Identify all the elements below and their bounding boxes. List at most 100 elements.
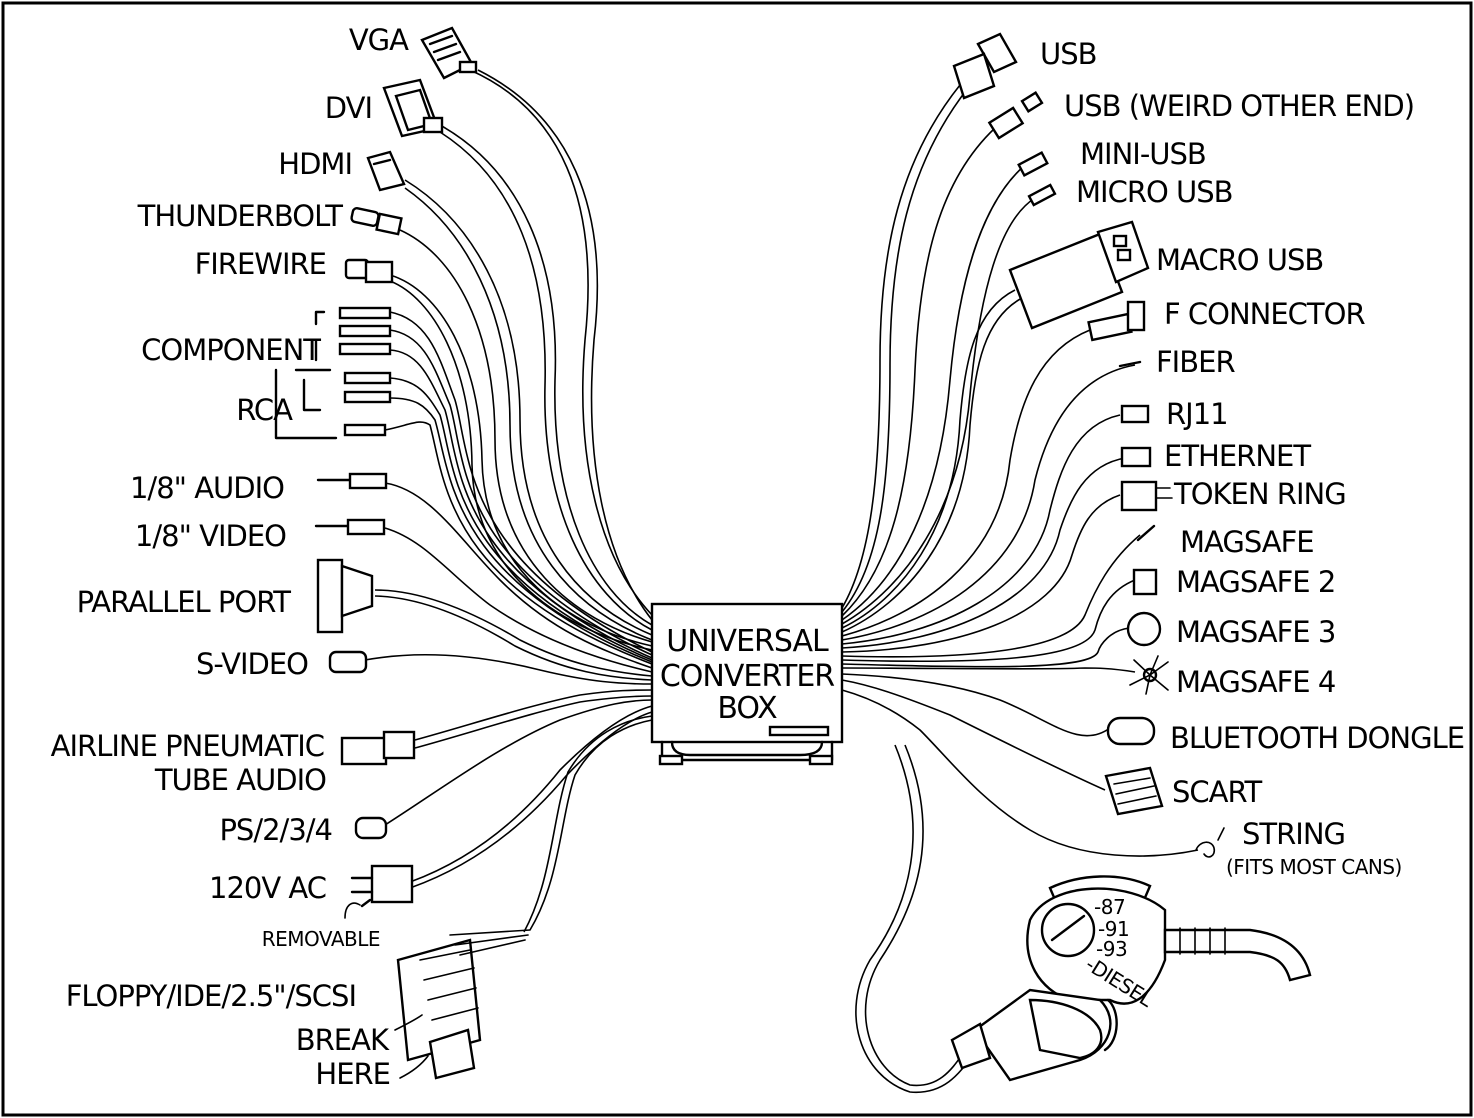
token-ring-cable [841, 494, 1121, 653]
magsafe2-connector-icon [1132, 568, 1158, 596]
label-hdmi: HDMI [278, 147, 352, 181]
magsafe3-connector-icon [1126, 611, 1162, 647]
right-labels: USB USB (WEIRD OTHER END) MINI-USB MICRO… [1040, 37, 1465, 879]
firewire-connector-icon [344, 258, 394, 284]
label-break-line-2: HERE [315, 1057, 390, 1091]
label-ps2: PS/2/3/4 [219, 813, 332, 847]
label-svideo: S-VIDEO [196, 647, 308, 681]
label-floppy-ide: FLOPPY/IDE/2.5"/SCSI [66, 979, 356, 1013]
dvi-cable [439, 124, 653, 626]
label-audio: 1/8" AUDIO [130, 471, 284, 505]
label-magsafe-2: MAGSAFE 2 [1176, 565, 1335, 599]
magsafe-cable [841, 534, 1141, 658]
ps2-cable [384, 699, 653, 826]
parallel-port-connector-icon [316, 558, 374, 634]
micro-usb-cable [841, 197, 1036, 625]
label-magsafe: MAGSAFE [1180, 525, 1314, 559]
thunderbolt-cable [399, 229, 653, 643]
label-string-line-1: STRING [1242, 817, 1345, 851]
cables [364, 69, 1199, 1093]
vga-cable [469, 69, 653, 616]
string-hook-icon [1195, 827, 1225, 858]
fiber-connector-icon [1118, 360, 1142, 368]
ethernet-cable [841, 457, 1126, 649]
right-connectors [950, 32, 1312, 1082]
token-ring-connector-icon [1120, 480, 1173, 512]
label-video: 1/8" VIDEO [135, 519, 286, 553]
scart-cable [841, 679, 1106, 791]
label-bluetooth-dongle: BLUETOOTH DONGLE [1170, 721, 1464, 755]
break-here-arrow-icon [394, 1014, 423, 1031]
micro-usb-connector-icon [1027, 183, 1057, 207]
ps2-connector-icon [354, 816, 388, 840]
label-120v-ac: 120V AC [209, 871, 326, 905]
pump-hose [864, 744, 976, 1087]
label-firewire: FIREWIRE [195, 247, 326, 281]
label-rca: RCA [236, 393, 293, 427]
hdmi-connector-icon [366, 150, 406, 192]
left-connectors [274, 26, 531, 1080]
label-break-line-1: BREAK [296, 1023, 390, 1057]
thunderbolt-connector-icon [350, 206, 403, 236]
floppy-ide-connector-icon [394, 929, 531, 1080]
label-grade-87: -87 [1094, 895, 1125, 919]
airline-cable [414, 689, 653, 741]
rca-cable-1 [389, 377, 653, 661]
magsafe2-cable [841, 579, 1136, 663]
removable-arrow-icon [344, 902, 361, 919]
label-parallel-port: PARALLEL PORT [77, 585, 292, 619]
floppy-cable [529, 719, 653, 931]
hdmi-cable [404, 179, 653, 636]
parallel-cable [374, 589, 653, 677]
rca-connectors [274, 368, 392, 440]
label-micro-usb: MICRO USB [1076, 175, 1233, 209]
label-magsafe-4: MAGSAFE 4 [1176, 665, 1335, 699]
string [841, 689, 1199, 857]
ac-cable [409, 705, 653, 883]
usb-cable [841, 84, 961, 609]
label-f-connector: F CONNECTOR [1164, 297, 1365, 331]
label-usb-weird: USB (WEIRD OTHER END) [1064, 89, 1414, 123]
svideo-cable [364, 653, 653, 685]
label-string-line-2: (FITS MOST CANS) [1226, 855, 1402, 879]
video-cable [384, 527, 653, 673]
label-usb: USB [1040, 37, 1097, 71]
box-label-line-2: CONVERTER [660, 659, 834, 694]
label-fiber: FIBER [1156, 345, 1235, 379]
macro-usb-cable [841, 289, 1016, 629]
rj11-cable [841, 414, 1121, 645]
video-jack-icon [314, 518, 386, 536]
box-label-line-1: UNIVERSAL [666, 624, 829, 659]
airline-connector-icon [340, 730, 416, 766]
label-thunderbolt: THUNDERBOLT [137, 199, 344, 233]
firewire-cable [389, 274, 653, 647]
usb-connector-icon [952, 32, 1018, 100]
label-ethernet: ETHERNET [1164, 439, 1311, 473]
audio-jack-icon [316, 472, 388, 490]
universal-converter-box: UNIVERSAL CONVERTER BOX [650, 602, 844, 766]
svideo-connector-icon [328, 650, 368, 674]
magsafe-connector-icon [1136, 524, 1156, 542]
vga-connector-icon [420, 26, 478, 80]
box-slot [768, 725, 830, 737]
fuel-grade-dial [1040, 902, 1096, 958]
magsafe4-cable [841, 667, 1136, 673]
label-mini-usb: MINI-USB [1080, 137, 1206, 171]
label-airline-line-2: TUBE AUDIO [154, 763, 326, 797]
label-rj11: RJ11 [1166, 397, 1228, 431]
box-stand [660, 740, 834, 762]
usb-weird-cable [841, 127, 996, 617]
label-vga: VGA [349, 23, 409, 57]
label-token-ring: TOKEN RING [1173, 477, 1346, 511]
macro-usb-connector-icon [1008, 220, 1150, 330]
label-airline-line-1: AIRLINE PNEUMATIC [51, 729, 324, 763]
magsafe3-cable [841, 627, 1131, 668]
label-component: COMPONENT [141, 333, 321, 367]
rj11-connector-icon [1120, 404, 1150, 424]
left-labels: VGA DVI HDMI THUNDERBOLT FIREWIRE COMPON… [51, 23, 410, 1091]
fiber-cable [841, 364, 1136, 641]
fuel-pump-nozzle-icon [950, 875, 1312, 1082]
ethernet-connector-icon [1120, 446, 1152, 468]
